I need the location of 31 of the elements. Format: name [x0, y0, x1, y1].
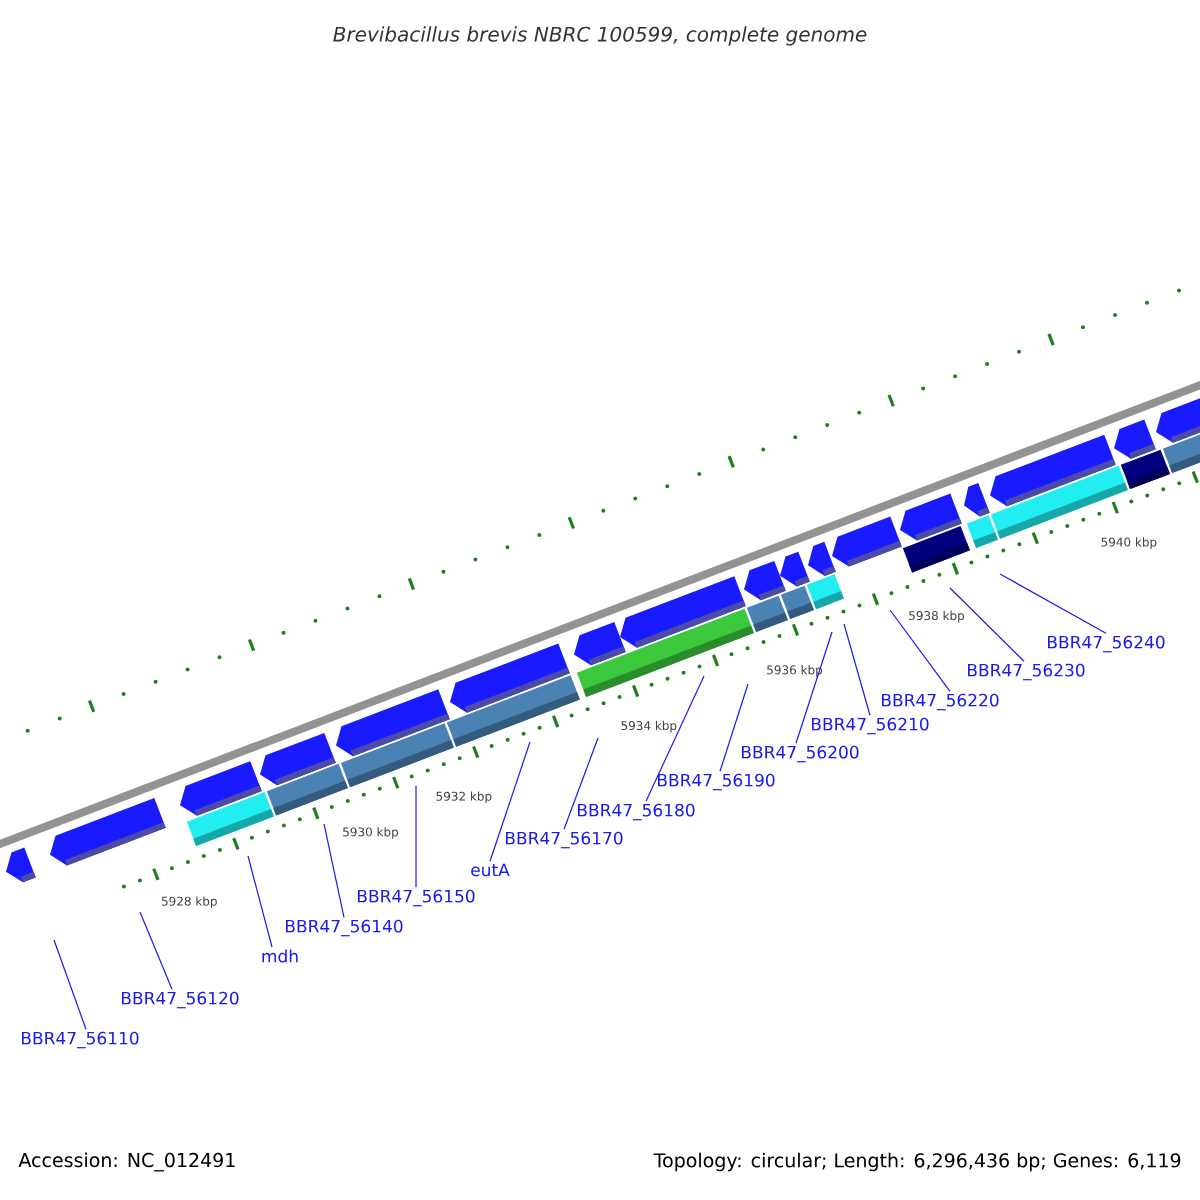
gene-label: BBR47_56180 — [578, 803, 695, 821]
leader-line — [139, 911, 173, 990]
gene-label: BBR47_56110 — [22, 1031, 139, 1049]
gene-label: BBR47_56190 — [658, 773, 775, 791]
gene-label: BBR47_56200 — [742, 745, 859, 763]
gene-label: mdh — [262, 949, 298, 963]
leader-line — [323, 823, 345, 918]
leader-line — [843, 623, 871, 716]
title: Brevibacillus brevis NBRC 100599, complete genome — [333, 26, 867, 46]
leader-line — [53, 939, 87, 1030]
gene-label: eutA — [471, 863, 510, 877]
leader-line — [795, 631, 833, 744]
gene-label: BBR47_56120 — [122, 991, 239, 1009]
leader-line — [489, 741, 531, 862]
leader-line — [247, 855, 273, 948]
gene-label: BBR47_56240 — [1048, 635, 1165, 653]
gene-label: BBR47_56170 — [506, 831, 623, 849]
leader-line — [563, 737, 599, 830]
leader-line — [999, 573, 1107, 634]
leader-line — [719, 683, 749, 772]
gene-label: BBR47_56230 — [968, 663, 1085, 681]
leader-line — [889, 609, 951, 692]
gene-label: BBR47_56150 — [358, 889, 475, 907]
leader-line — [949, 587, 1025, 662]
accession-label: Accession: NC_012491 — [18, 1152, 235, 1172]
genome-summary: Topology: circular; Length: 6,296,436 bp; Genes: 6,119 — [653, 1152, 1181, 1172]
leader-line — [645, 675, 705, 802]
gene-label: BBR47_56210 — [812, 717, 929, 735]
leader-line — [415, 785, 417, 888]
gene-label: BBR47_56220 — [882, 693, 999, 711]
gene-label: BBR47_56140 — [286, 919, 403, 937]
